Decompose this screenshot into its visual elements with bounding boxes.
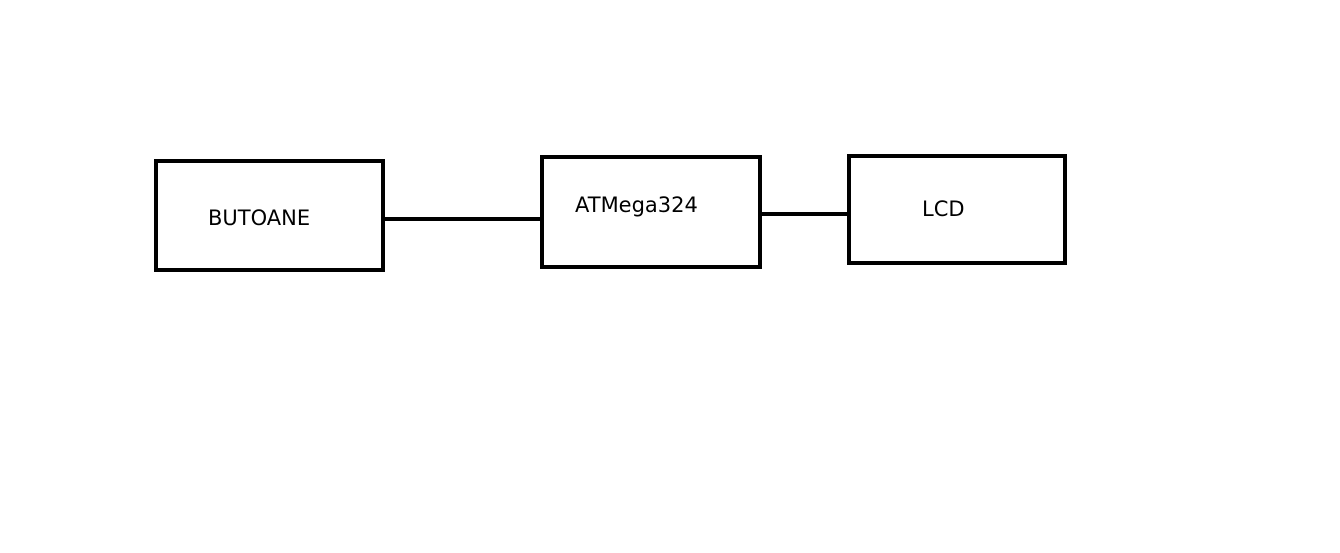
block-buttons: BUTOANE bbox=[154, 159, 385, 272]
block-buttons-label: BUTOANE bbox=[208, 206, 310, 230]
block-mcu-label: ATMega324 bbox=[575, 193, 698, 217]
block-lcd: LCD bbox=[847, 154, 1067, 265]
block-mcu: ATMega324 bbox=[540, 155, 762, 269]
block-lcd-box bbox=[847, 154, 1067, 265]
block-buttons-box bbox=[154, 159, 385, 272]
block-mcu-box bbox=[540, 155, 762, 269]
block-lcd-label: LCD bbox=[922, 197, 965, 221]
